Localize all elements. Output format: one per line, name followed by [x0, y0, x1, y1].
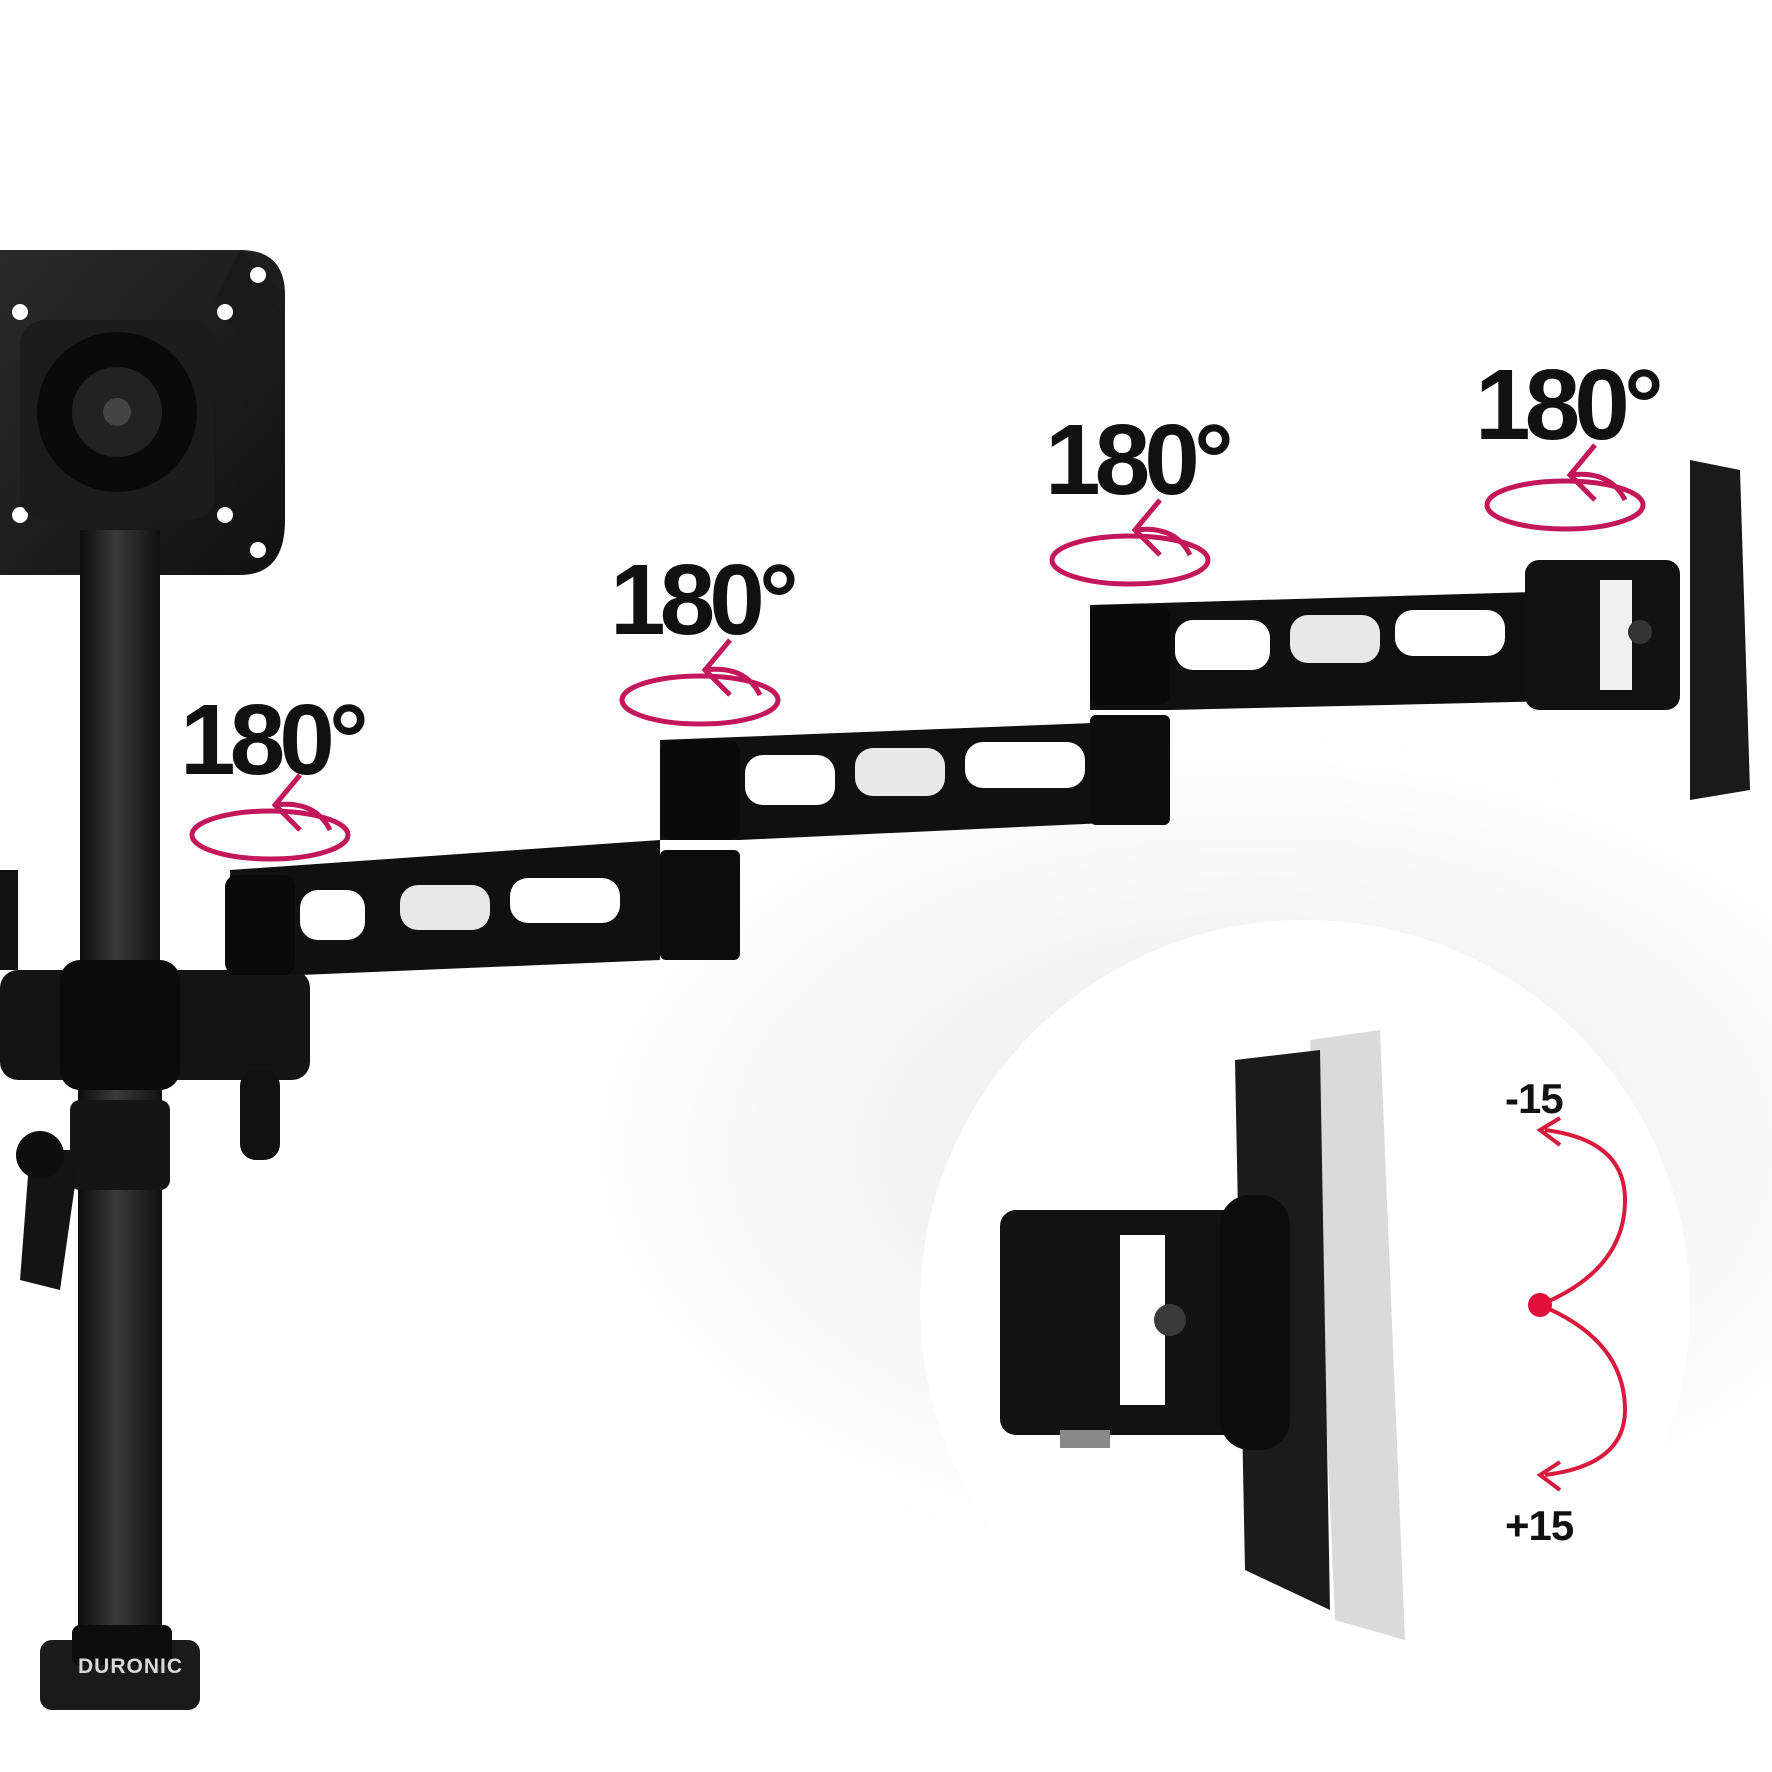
rotation-label-3: 180°	[1045, 404, 1234, 516]
arm-segment-2	[660, 720, 1170, 960]
arm-segment-3	[1090, 590, 1600, 825]
rotation-label-1: 180°	[180, 684, 369, 796]
rotate-arrow-icon	[1049, 498, 1211, 587]
rotation-label-4: 180°	[1475, 349, 1664, 461]
rotate-arrow-icon	[189, 773, 351, 862]
pole-collar	[0, 870, 310, 1290]
tilt-label-up: -15	[1505, 1075, 1564, 1122]
rotation-label-2: 180°	[610, 544, 799, 656]
tilt-arc-icon	[1528, 1116, 1628, 1492]
arm-segment-1	[225, 840, 660, 975]
tilt-detail-circle	[920, 920, 1690, 1690]
brand-logo: DURONIC	[78, 1655, 183, 1678]
right-tilt-head	[1525, 460, 1750, 800]
tilt-label-down: +15	[1505, 1502, 1574, 1549]
main-pole	[40, 530, 200, 1710]
rotate-arrow-icon	[1484, 443, 1646, 532]
left-vesa-plate	[0, 250, 285, 575]
rotate-arrow-icon	[619, 638, 781, 727]
